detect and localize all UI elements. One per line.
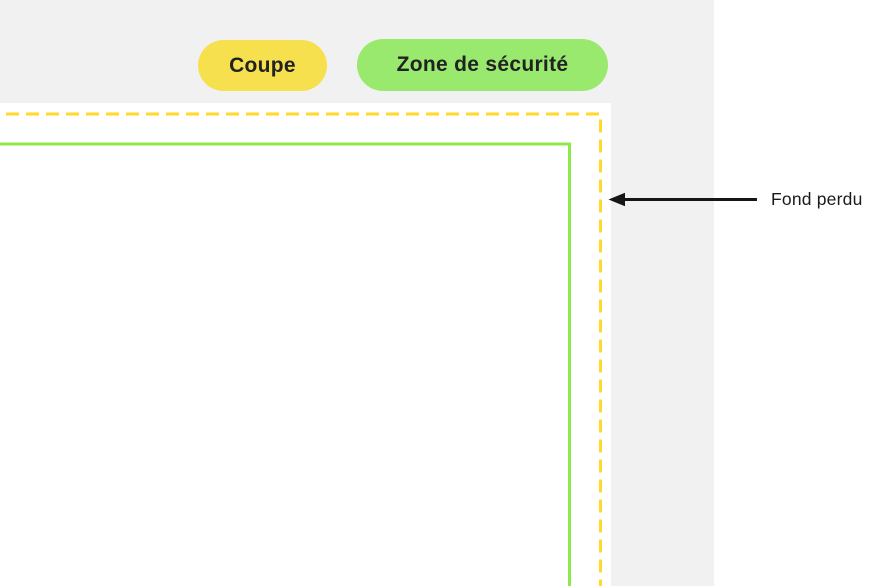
safety-zone-legend-badge[interactable]: Zone de sécurité bbox=[357, 39, 608, 91]
cut-legend-label: Coupe bbox=[229, 53, 296, 77]
cut-legend-badge[interactable]: Coupe bbox=[198, 40, 327, 91]
bleed-label: Fond perdu bbox=[771, 189, 863, 209]
safety-zone-legend-label: Zone de sécurité bbox=[396, 53, 569, 76]
document-page bbox=[0, 103, 611, 586]
